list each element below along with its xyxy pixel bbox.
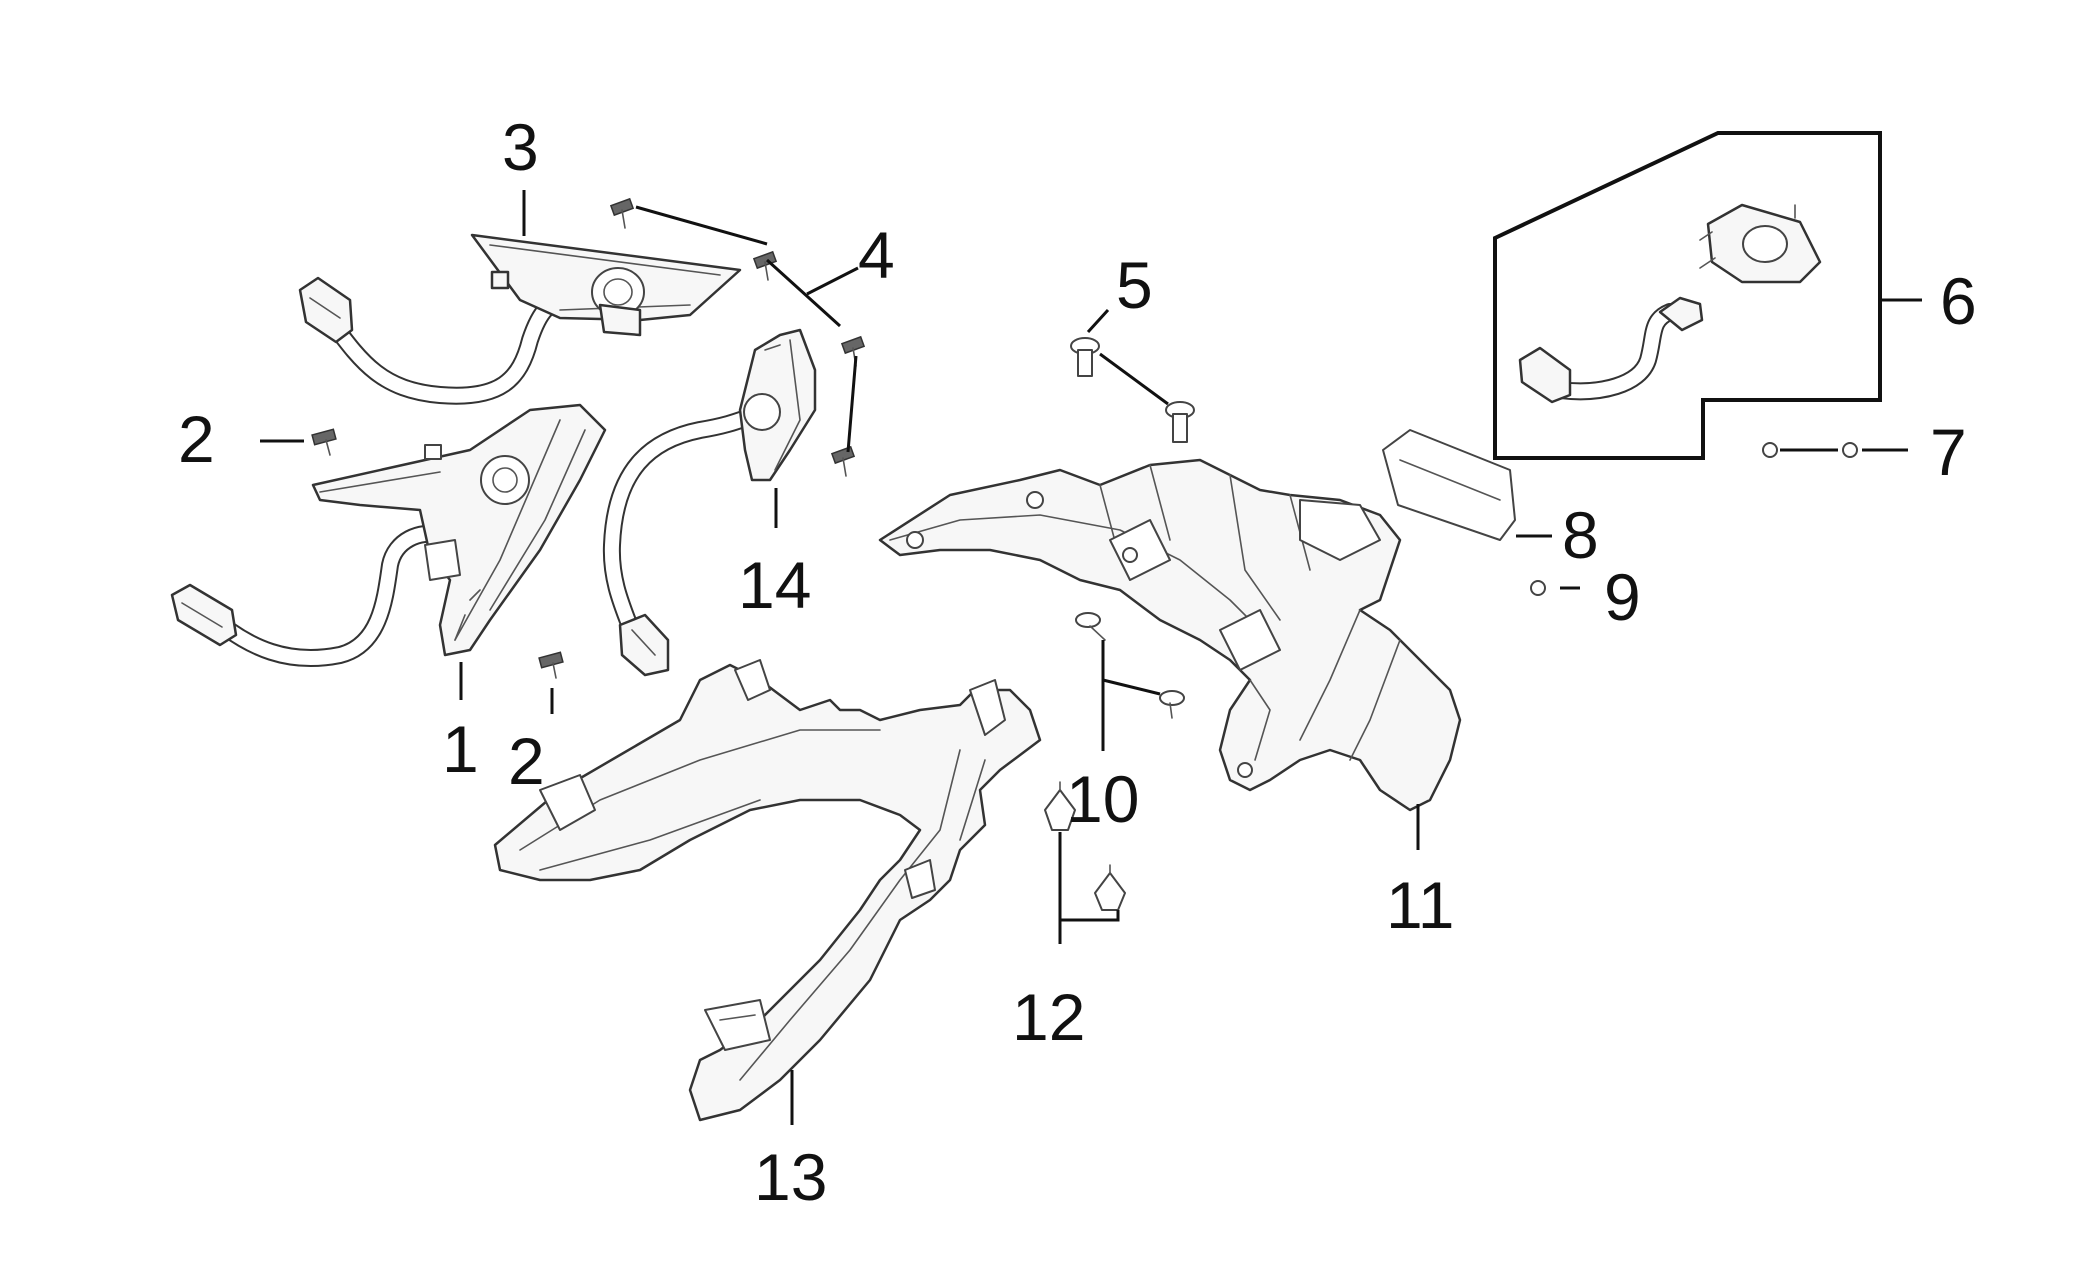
bolt-10a <box>1075 612 1106 641</box>
part-11-rear-fender <box>878 458 1462 812</box>
screw-4a <box>609 197 635 229</box>
callout-9: 9 <box>1604 560 1641 634</box>
callout-8: 8 <box>1562 498 1599 572</box>
screw-2a <box>311 428 337 456</box>
bolt-5a <box>1070 337 1100 377</box>
callout-4: 4 <box>858 218 895 292</box>
fasteners <box>311 197 1858 911</box>
bolt-10b <box>1159 690 1185 719</box>
callout-1: 1 <box>442 712 479 786</box>
clip-12b <box>1094 864 1126 911</box>
clip-12a <box>1044 781 1076 831</box>
nut-9 <box>1530 580 1546 596</box>
callout-10: 10 <box>1066 762 1139 836</box>
part-8-reflector <box>1382 429 1516 541</box>
callout-3: 3 <box>502 110 539 184</box>
part-13-rear-carrier <box>493 659 1042 1122</box>
screw-2b <box>538 651 564 679</box>
screw-4d <box>830 445 856 477</box>
bolt-5b <box>1165 401 1195 443</box>
nut-7a <box>1762 442 1778 458</box>
part-14-right-signal <box>602 328 817 677</box>
part-3-upper-lens <box>298 233 742 405</box>
callout-2-lower: 2 <box>508 724 545 798</box>
leader-lines <box>260 190 1922 1125</box>
callout-12: 12 <box>1012 980 1085 1054</box>
nut-7b <box>1842 442 1858 458</box>
callout-labels: 3 4 2 1 2 14 5 10 11 12 13 6 7 8 9 <box>178 110 1977 1214</box>
callout-7: 7 <box>1930 415 1967 489</box>
screw-4b <box>752 250 778 281</box>
callout-2-left: 2 <box>178 402 215 476</box>
part-6-license-light-box <box>1493 131 1882 460</box>
callout-13: 13 <box>754 1140 827 1214</box>
callout-5: 5 <box>1116 248 1153 322</box>
callout-11: 11 <box>1386 868 1455 942</box>
callout-14: 14 <box>738 548 811 622</box>
part-1-left-signal <box>170 403 607 667</box>
screw-4c <box>840 335 866 367</box>
callout-6: 6 <box>1940 264 1977 338</box>
